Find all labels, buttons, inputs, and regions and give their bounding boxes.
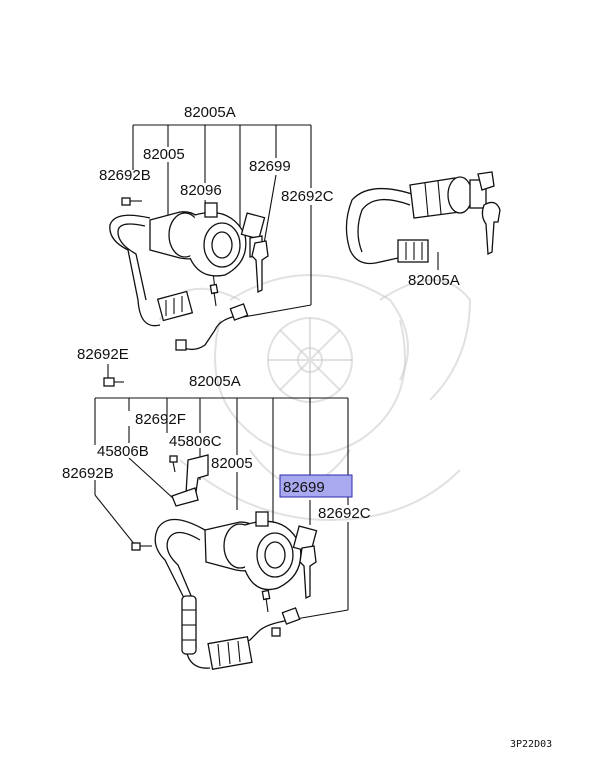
- bolt-icon: [209, 283, 219, 307]
- label-82692B-lower[interactable]: 82692B: [62, 465, 114, 482]
- key-icon: [477, 171, 501, 256]
- ignition-switch-body: [409, 176, 487, 219]
- label-82692C[interactable]: 82692C: [281, 188, 334, 205]
- label-82005A-lower[interactable]: 82005A: [189, 373, 241, 390]
- label-45806C[interactable]: 45806C: [169, 433, 222, 450]
- screw-icon: [121, 197, 142, 206]
- label-82096[interactable]: 82096: [180, 182, 222, 199]
- sensor-icon: [175, 303, 249, 351]
- leader-line: [237, 304, 312, 319]
- leader-line: [94, 494, 136, 546]
- highlight-box: [279, 474, 353, 498]
- label-45806B[interactable]: 45806B: [97, 443, 149, 460]
- leader-line: [128, 457, 176, 501]
- bolt-icon: [103, 377, 124, 387]
- label-82005-lower[interactable]: 82005: [211, 455, 253, 472]
- connector-icon: [207, 635, 253, 671]
- label-82005A-right[interactable]: 82005A: [408, 272, 460, 289]
- upper-assembly: 82005A 82005 82692B 82096 82699 82692C: [99, 104, 334, 351]
- ignition-switch-body: [204, 511, 302, 591]
- bolt-icon: [261, 589, 271, 613]
- label-82692C-lower[interactable]: 82692C: [318, 505, 371, 522]
- diagram-code: 3P22D03: [510, 739, 552, 750]
- lower-assembly: 82692E: [62, 346, 371, 671]
- screw-icon: [169, 455, 178, 473]
- label-82005A[interactable]: 82005A: [184, 104, 236, 121]
- key-icon: [299, 545, 317, 600]
- label-82692E[interactable]: 82692E: [77, 346, 129, 363]
- connector-icon: [397, 239, 429, 263]
- wiring-harness: [345, 187, 416, 265]
- key-icon: [251, 240, 269, 294]
- ignition-switch-body: [149, 202, 247, 277]
- connector-icon: [156, 290, 194, 322]
- right-assembly: 82005A: [345, 171, 501, 289]
- label-82692B[interactable]: 82692B: [99, 167, 151, 184]
- bracket-icon: [171, 454, 209, 507]
- sensor-icon: [271, 607, 301, 637]
- label-82699-highlighted[interactable]: 82699: [283, 479, 325, 496]
- wiring-harness: [154, 518, 211, 669]
- label-82692F[interactable]: 82692F: [135, 411, 186, 428]
- screw-icon: [131, 542, 152, 551]
- wiring-harness: [109, 214, 161, 327]
- label-82005[interactable]: 82005: [143, 146, 185, 163]
- label-82699[interactable]: 82699: [249, 158, 291, 175]
